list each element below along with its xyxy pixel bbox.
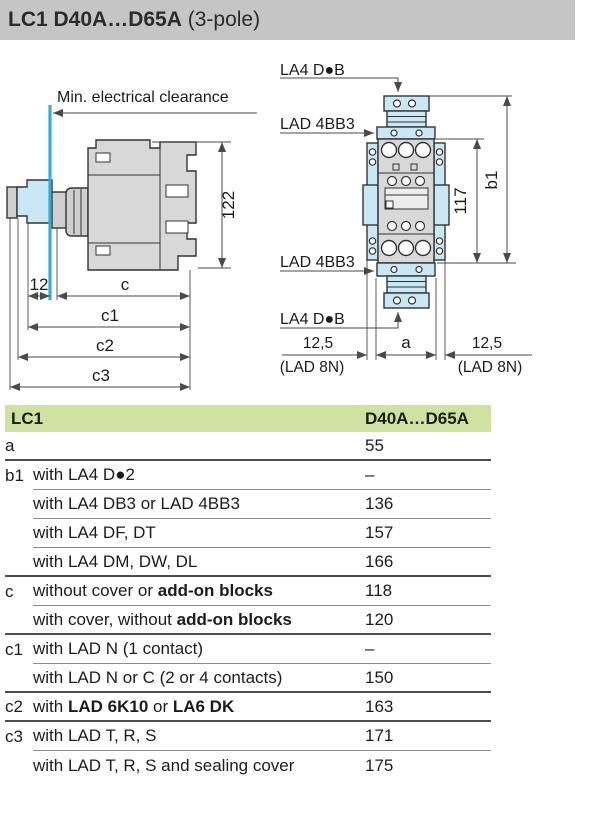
front-view-bottom-blocks xyxy=(376,262,436,309)
row-description: with cover, without add-on blocks xyxy=(33,609,292,629)
table-header-range: D40A…D65A xyxy=(365,408,469,428)
table-row: b1 with LA4 D●2– xyxy=(5,461,491,490)
row-description xyxy=(33,432,365,459)
row-value: 157 xyxy=(365,519,491,548)
clearance-label: Min. electrical clearance xyxy=(57,89,229,106)
dimension-c2: c2 xyxy=(18,336,190,361)
page-title: LC1 D40A…D65A (3-pole) xyxy=(0,0,575,40)
callout-lad-bottom-label: LAD 4BB3 xyxy=(280,254,355,271)
table-row: with LAD T, R, S and sealing cover 175 xyxy=(5,751,491,780)
row-key xyxy=(5,606,33,633)
row-key xyxy=(5,664,33,691)
row-description: without cover or add-on blocks xyxy=(33,577,365,606)
dim-note-offset-left: (LAD 8N) xyxy=(280,359,345,376)
row-description: with LAD 6K10 or LA6 DK xyxy=(33,696,235,716)
row-description: with LAD N (1 contact) xyxy=(33,635,365,664)
side-view-front-accessory xyxy=(6,179,69,229)
side-view-body xyxy=(87,139,197,271)
dimension-offset-right: 12,5 (LAD 8N) xyxy=(445,335,532,376)
dimension-offset-left: 12,5 (LAD 8N) xyxy=(280,335,367,376)
dim-label-c2: c2 xyxy=(96,336,114,355)
row-value: 118 xyxy=(365,577,491,606)
dimension-a: a xyxy=(376,333,436,359)
table-row: with LAD N or C (2 or 4 contacts) 150 xyxy=(5,664,491,693)
dimension-drawings: Min. electrical clearance 122 12 c c1 c2… xyxy=(6,62,532,391)
row-key: c3 xyxy=(5,726,23,746)
table-row: c1 with LAD N (1 contact)– xyxy=(5,635,491,664)
row-value: 175 xyxy=(365,755,394,775)
dim-label-c1: c1 xyxy=(101,306,119,325)
front-view-body xyxy=(377,138,435,264)
row-key: c2 xyxy=(5,696,23,716)
callout-la4-top-leader xyxy=(280,77,402,92)
row-key xyxy=(5,519,33,548)
row-description: with LAD N or C (2 or 4 contacts) xyxy=(33,667,283,687)
row-description: with LAD T, R, S xyxy=(33,722,365,751)
dim-label-117: 117 xyxy=(451,187,470,214)
row-value: 171 xyxy=(365,722,491,751)
dim-label-122: 122 xyxy=(219,191,238,219)
dim-label-offset-left: 12,5 xyxy=(303,335,333,352)
table-header: LC1 D40A…D65A xyxy=(5,405,491,432)
row-value: – xyxy=(365,635,491,664)
dimension-122: 122 xyxy=(152,141,238,269)
page-title-suffix: (3-pole) xyxy=(181,8,261,31)
callout-la4-top-label: LA4 D●B xyxy=(280,62,345,79)
row-key: c1 xyxy=(5,639,23,659)
dim-label-a: a xyxy=(401,333,411,352)
dim-note-offset-right: (LAD 8N) xyxy=(458,359,523,376)
dimension-c: c xyxy=(57,275,190,300)
callout-la4-bottom-leader xyxy=(280,312,402,329)
page-title-product: LC1 D40A…D65A xyxy=(8,8,182,31)
callout-la4-bottom-label: LA4 D●B xyxy=(280,311,345,328)
dim-label-c: c xyxy=(121,275,130,294)
side-view-coil-front xyxy=(65,187,89,237)
row-description: with LA4 D●2 xyxy=(33,461,365,490)
row-description: with LA4 DM, DW, DL xyxy=(33,551,198,571)
dim-label-offset-right: 12,5 xyxy=(472,335,502,352)
side-view-drawing: Min. electrical clearance 122 12 c c1 c2… xyxy=(6,89,257,391)
row-value: 150 xyxy=(365,667,394,687)
row-key xyxy=(5,548,33,575)
callout-lad-top-label: LAD 4BB3 xyxy=(280,116,355,133)
row-key: c xyxy=(5,581,14,601)
dimension-117: 117 xyxy=(436,138,484,263)
row-value: 55 xyxy=(365,435,384,455)
front-view-top-blocks xyxy=(376,95,436,140)
front-view-drawing: LA4 D●B LAD 4BB3 LAD 4BB3 LA4 D●B b1 117… xyxy=(280,62,532,376)
table-row: a 55 xyxy=(5,432,491,461)
row-value: 136 xyxy=(365,490,491,519)
row-description: with LA4 DB3 or LAD 4BB3 xyxy=(33,490,365,519)
dim-label-c3: c3 xyxy=(92,366,110,385)
dim-label-12: 12 xyxy=(30,275,49,294)
table-row: c2 with LAD 6K10 or LA6 DK 163 xyxy=(5,693,491,722)
row-description: with LA4 DF, DT xyxy=(33,519,365,548)
table-row: with LA4 DM, DW, DL 166 xyxy=(5,548,491,577)
row-value: 120 xyxy=(365,609,394,629)
table-header-product: LC1 xyxy=(11,408,44,428)
row-key: a xyxy=(5,435,15,455)
row-value: 166 xyxy=(365,551,394,571)
dim-label-b1: b1 xyxy=(482,171,501,190)
row-value: 163 xyxy=(365,696,394,716)
dimension-c3: c3 xyxy=(10,366,190,391)
row-key xyxy=(5,490,33,519)
front-view-side-flanges xyxy=(362,142,450,261)
dimension-b1: b1 xyxy=(429,95,516,264)
dimension-c1: c1 xyxy=(28,306,190,331)
dimension-12: 12 xyxy=(28,275,50,300)
row-key: b1 xyxy=(5,465,24,485)
table-row: with cover, without add-on blocks 120 xyxy=(5,606,491,635)
row-key xyxy=(5,751,33,780)
row-description: with LAD T, R, S and sealing cover xyxy=(33,755,295,775)
row-value: – xyxy=(365,461,491,490)
